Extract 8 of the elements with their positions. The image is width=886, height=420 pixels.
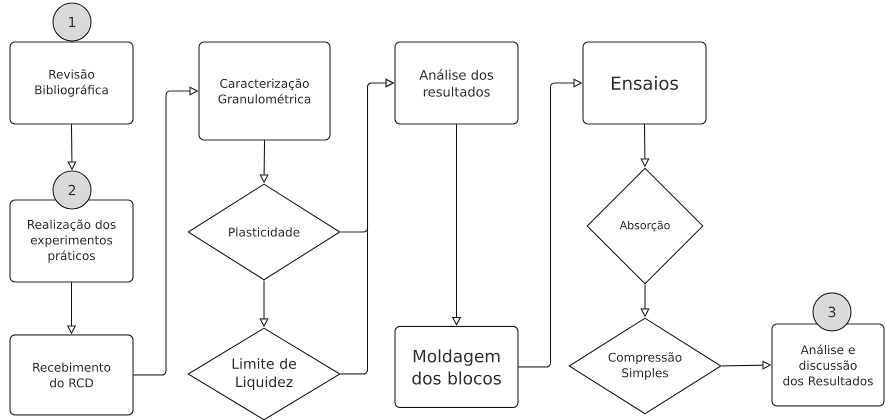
process-box: Realização dos experimentos práticos [9,199,134,283]
process-box: Análise dos resultados [394,41,519,125]
process-box: Caracterização Granulométrica [198,41,331,141]
process-box: Moldagem dos blocos [394,326,519,408]
process-box: Ensaios [582,41,707,125]
process-box: Análise e discussão dos Resultados [771,323,885,407]
process-box: Recebimento do RCD [9,334,134,416]
process-box: Revisão Bibliográfica [9,41,134,125]
